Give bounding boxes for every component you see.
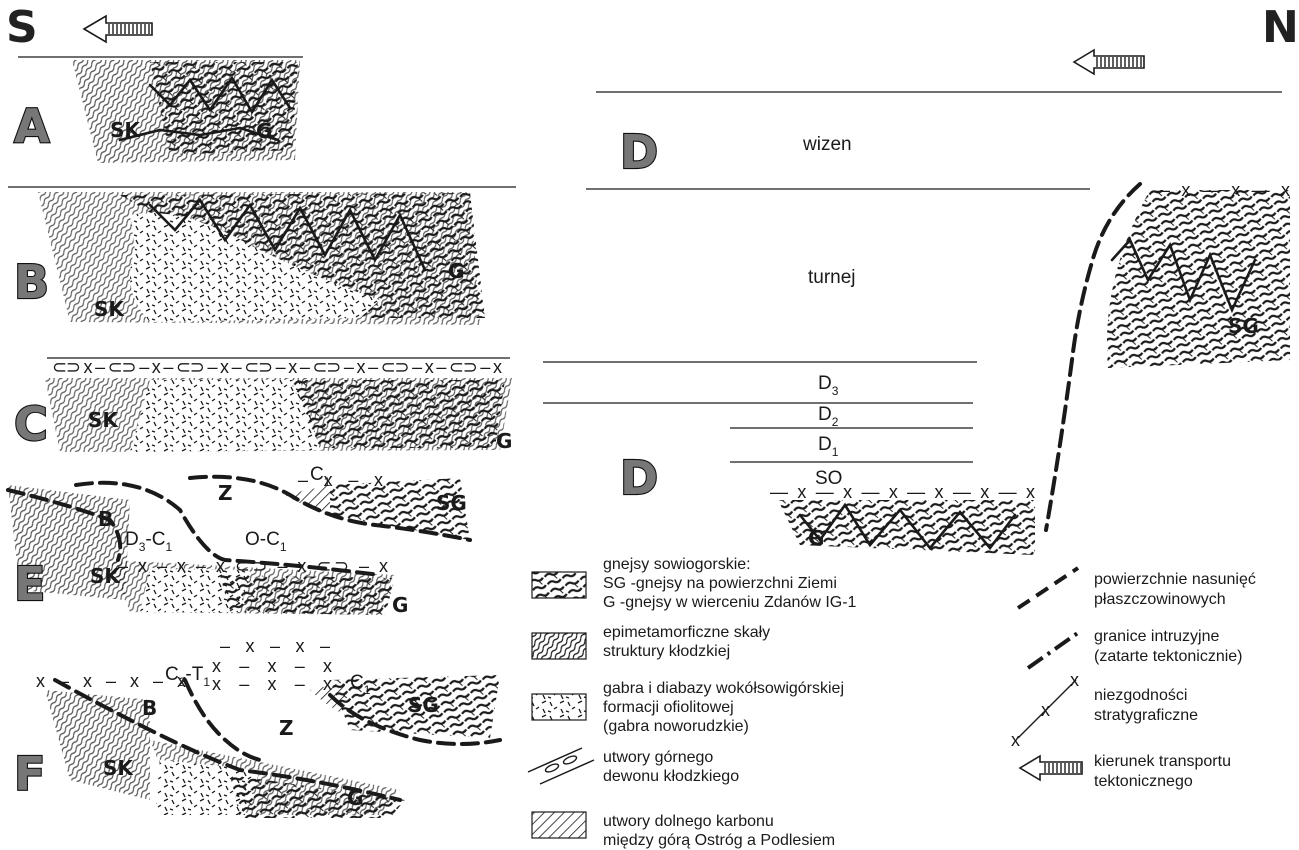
legend-symbol-intrusive	[1028, 630, 1082, 668]
stage-label-d-bottom: D	[620, 451, 658, 505]
svg-text:x – x – x: x – x – x	[212, 656, 332, 676]
legend-symbol-unconformity: x x x	[1011, 670, 1079, 750]
sg-block-rocks	[1107, 190, 1290, 368]
svg-text:– x – x – x ⊂⊃ – x ⊂⊃ – x: – x – x – x ⊂⊃ – x ⊂⊃ – x	[118, 556, 388, 576]
rock-label-g: G	[448, 259, 464, 283]
rock-label-b: B	[142, 696, 157, 720]
compass-north: N	[1262, 2, 1299, 53]
legend-symbol-gneiss	[532, 572, 586, 598]
stage-label-d-top: D	[620, 125, 658, 179]
stage-label-c: C	[14, 397, 48, 451]
rock-label-sg: SG	[1228, 314, 1259, 338]
svg-text:x: x	[1011, 730, 1020, 750]
legend-symbol-devonian	[528, 748, 594, 784]
rock-label-z: Z	[218, 481, 233, 505]
legend-symbol-thrust	[1018, 568, 1078, 608]
unconformity-line-d: — x — x — x — x — x — x	[770, 482, 1035, 502]
svg-text:⊂⊃ x – ⊂⊃ – x – ⊂⊃ – x – ⊂⊃ –: ⊂⊃ x – ⊂⊃ – x – ⊂⊃ – x – ⊂⊃ – x – ⊂⊃ – x…	[52, 357, 502, 377]
transport-arrow-icon	[1074, 50, 1144, 74]
strat-label-d3: D3	[818, 373, 839, 398]
legend-text: powierzchnie nasunięćpłaszczowinowych	[1094, 571, 1256, 608]
rock-label-g: G	[256, 119, 272, 143]
legend-text: epimetamorficzne skałystruktury kłodzkie…	[603, 624, 770, 660]
rock-label-sg: SG	[408, 693, 439, 717]
rock-label-sk: SK	[110, 118, 141, 142]
section-a-rocks	[72, 60, 300, 163]
compass-south: S	[6, 2, 38, 53]
strat-label-d1: D1	[818, 434, 839, 459]
rock-label-g: G	[347, 786, 363, 810]
legend-symbol-hatch	[532, 812, 586, 838]
stage-label-a: A	[14, 99, 50, 153]
legend-text: kierunek transportutektonicznego	[1094, 753, 1231, 790]
stage-label-e: E	[14, 557, 45, 611]
rock-label-sk: SK	[94, 297, 125, 321]
svg-text:— x — x — x — x — x — x: — x — x — x — x — x — x	[770, 482, 1035, 502]
transport-arrow-icon	[84, 16, 152, 42]
unconformity-line-c: ⊂⊃ x – ⊂⊃ – x – ⊂⊃ – x – ⊂⊃ – x – ⊂⊃ – x…	[52, 357, 502, 377]
strat-label-d2: D2	[818, 404, 839, 429]
strat-label-wizen: wizen	[802, 134, 852, 155]
legend-text: utwory dolnego karbonumiędzy górą Ostróg…	[603, 813, 835, 849]
legend-right: x x x powierzchnie nasunięćpłaszczowinow…	[1011, 568, 1256, 790]
strat-label-d3-c1: D3-C1	[125, 529, 172, 554]
legend-symbol-gabbro	[532, 694, 586, 720]
rock-label-g: G	[392, 593, 408, 617]
rock-label-sk: SK	[90, 564, 121, 588]
unconformity-line-e: – x – x – x ⊂⊃ – x ⊂⊃ – x – x – x	[118, 470, 388, 576]
svg-text:x: x	[1070, 670, 1079, 690]
rock-label-sk: SK	[88, 408, 119, 432]
strat-label-turnej: turnej	[808, 267, 856, 288]
rock-label-b: B	[98, 507, 113, 531]
rock-label-sg: SG	[436, 491, 467, 515]
stage-label-f: F	[14, 747, 45, 801]
legend-text: gnejsy sowiogorskie:SG -gnejsy na powier…	[603, 556, 857, 611]
rock-label-g: G	[496, 429, 512, 453]
stage-label-b: B	[14, 255, 49, 309]
legend-text: utwory górnegodewonu kłodzkiego	[603, 749, 739, 785]
rock-label-z: Z	[279, 716, 294, 740]
svg-text:x: x	[1041, 700, 1050, 720]
rock-label-sk: SK	[103, 756, 134, 780]
transport-arrow-icon	[1020, 756, 1082, 780]
strat-label-o-c1: O-C1	[245, 529, 287, 554]
legend-text: granice intruzyjne(zatarte tektonicznie)	[1094, 628, 1243, 665]
svg-text:– x – x –: – x – x –	[220, 636, 330, 656]
legend-text: niezgodnościstratygraficzne	[1094, 687, 1198, 724]
rock-label-g: G	[808, 526, 824, 550]
legend-symbol-schist	[532, 633, 586, 659]
legend-text: gabra i diabazy wokółsowigórskiejformacj…	[603, 680, 844, 735]
legend-left: gnejsy sowiogorskie:SG -gnejsy na powier…	[528, 556, 857, 849]
